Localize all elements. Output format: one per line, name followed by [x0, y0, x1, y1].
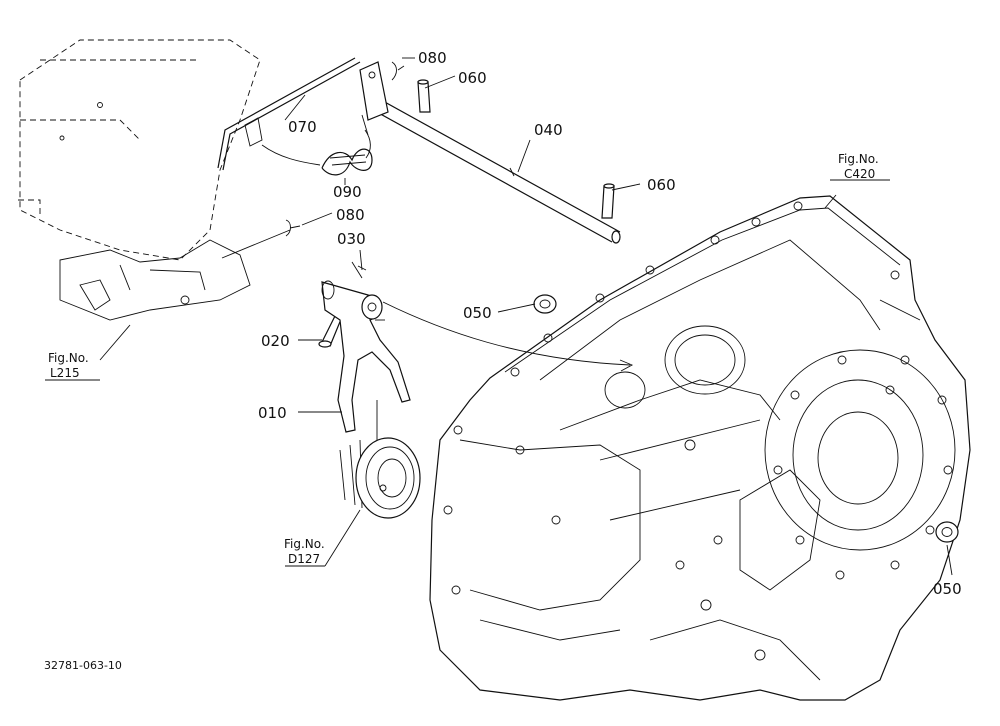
callout-080-top: 080	[418, 49, 447, 67]
callout-060-top: 060	[458, 69, 487, 87]
callout-070: 070	[288, 118, 317, 136]
figure-reference-c420: Fig.No. C420	[838, 152, 879, 181]
callout-020: 020	[261, 332, 290, 350]
leader-lines	[45, 57, 953, 576]
fig-ref-l215-code: L215	[50, 366, 80, 380]
callout-labels: 080 060 070 040 090 060 080 030 050 020 …	[258, 49, 962, 598]
part-070-rod	[217, 57, 361, 171]
callout-010: 010	[258, 404, 287, 422]
part-050-seal-right	[935, 521, 959, 543]
figure-reference-l215: Fig.No. L215	[48, 351, 89, 380]
left-housing-outline	[18, 39, 261, 321]
figure-reference-d127: Fig.No. D127	[284, 537, 325, 566]
document-number: 32781-063-10	[44, 659, 122, 672]
part-080-clip-top	[391, 61, 405, 81]
part-060-pin-top	[417, 79, 431, 113]
callout-060-right: 060	[647, 176, 676, 194]
fig-ref-l215-label: Fig.No.	[48, 351, 89, 365]
fig-ref-d127-label: Fig.No.	[284, 537, 325, 551]
assembly-arrow	[382, 301, 634, 372]
fig-ref-c420-label: Fig.No.	[838, 152, 879, 166]
bearing-assembly	[339, 400, 421, 519]
callout-080-mid: 080	[336, 206, 365, 224]
callout-040: 040	[534, 121, 563, 139]
fig-ref-d127-code: D127	[288, 552, 320, 566]
part-010-shift-fork	[321, 280, 411, 433]
part-080-clip-mid	[221, 219, 301, 259]
part-040-shaft	[359, 61, 621, 244]
callout-030: 030	[337, 230, 366, 248]
part-090-spring	[261, 114, 373, 176]
fig-ref-c420-code: C420	[844, 167, 875, 181]
part-030-pin	[351, 261, 367, 279]
transmission-housing	[429, 195, 971, 701]
part-050-seal-left	[533, 294, 557, 314]
callout-050-left: 050	[463, 304, 492, 322]
part-060-pin-right	[601, 183, 615, 219]
callout-050-right: 050	[933, 580, 962, 598]
callout-090: 090	[333, 183, 362, 201]
